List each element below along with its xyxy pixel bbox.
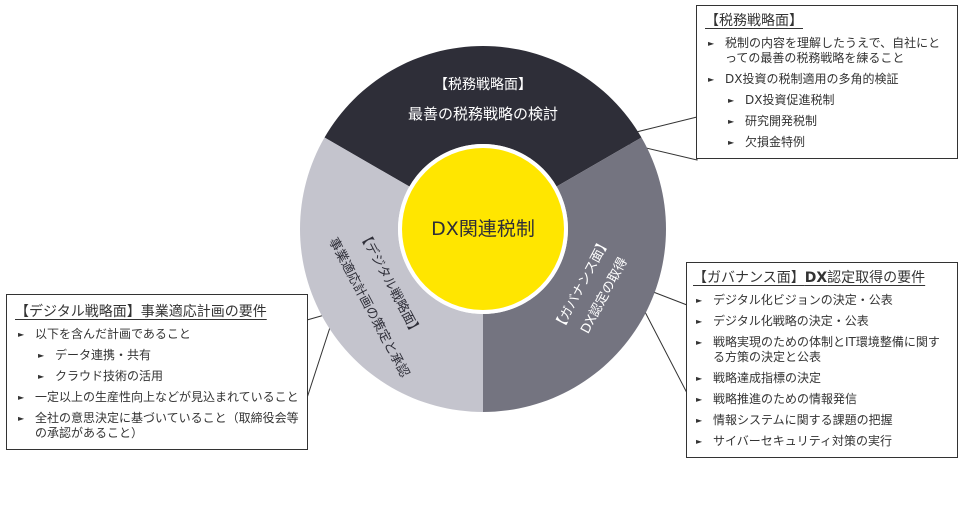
center-label: DX関連税制 [431,218,535,240]
governance-box-items: デジタル化ビジョンの決定・公表デジタル化戦略の決定・公表戦略実現のための体制とI… [693,293,949,449]
governance-list-item: 戦略推進のための情報発信 [693,392,949,407]
governance-title-suffix: 認定取得の要件 [827,270,926,286]
digital-strategy-box: 【デジタル戦略面】事業適応計画の要件 以下を含んだ計画であることデータ連携・共有… [6,294,308,450]
segment-tax-title: 【税務戦略面】 [434,77,532,93]
tax-strategy-box: 【税務戦略面】 税制の内容を理解したうえで、自社にとっての最善の税務戦略を練るこ… [696,5,958,159]
tax-box-title: 【税務戦略面】 [705,13,803,29]
governance-list-item: 戦略達成指標の決定 [693,371,949,386]
segment-tax [324,46,642,187]
tax-box-items: 税制の内容を理解したうえで、自社にとっての最善の税務戦略を練ること DX投資の税制… [705,36,949,150]
governance-title-strong: DX [804,270,828,286]
governance-list-item: サイバーセキュリティ対策の実行 [693,434,949,449]
digital-list-item: 以下を含んだ計画であること [15,327,299,342]
digital-box-title: 【デジタル戦略面】事業適応計画の要件 [15,304,267,320]
digital-list-item: データ連携・共有 [15,348,299,363]
governance-list-item: 情報システムに関する課題の把握 [693,413,949,428]
governance-title-prefix: 【ガバナンス面】 [693,270,805,286]
center-circle-fill [402,148,564,310]
segment-digital [300,137,483,412]
digital-list-item: クラウド技術の活用 [15,369,299,384]
tax-list-item: DX投資の税制適用の多角的検証 [705,72,949,87]
governance-list-item: デジタル化戦略の決定・公表 [693,314,949,329]
tax-list-item: 欠損金特例 [705,135,949,150]
governance-box-title: 【ガバナンス面】DX認定取得の要件 [693,269,949,287]
governance-list-item: 戦略実現のための体制とIT環境整備に関する方策の決定と公表 [693,335,949,365]
segment-tax-subtitle: 最善の税務戦略の検討 [407,105,558,123]
tax-list-item: 税制の内容を理解したうえで、自社にとっての最善の税務戦略を練ること [705,36,949,66]
digital-list-item: 一定以上の生産性向上などが見込まれていること [15,390,299,405]
governance-box: 【ガバナンス面】DX認定取得の要件 デジタル化ビジョンの決定・公表デジタル化戦略… [686,262,958,458]
tax-list-item: 研究開発税制 [705,114,949,129]
tax-list-item: DX投資促進税制 [705,93,949,108]
segment-governance [483,137,666,412]
governance-list-item: デジタル化ビジョンの決定・公表 [693,293,949,308]
digital-list-item: 全社の意思決定に基づいていること（取締役会等の承認があること） [15,411,299,441]
digital-box-items: 以下を含んだ計画であることデータ連携・共有クラウド技術の活用一定以上の生産性向上… [15,327,299,441]
